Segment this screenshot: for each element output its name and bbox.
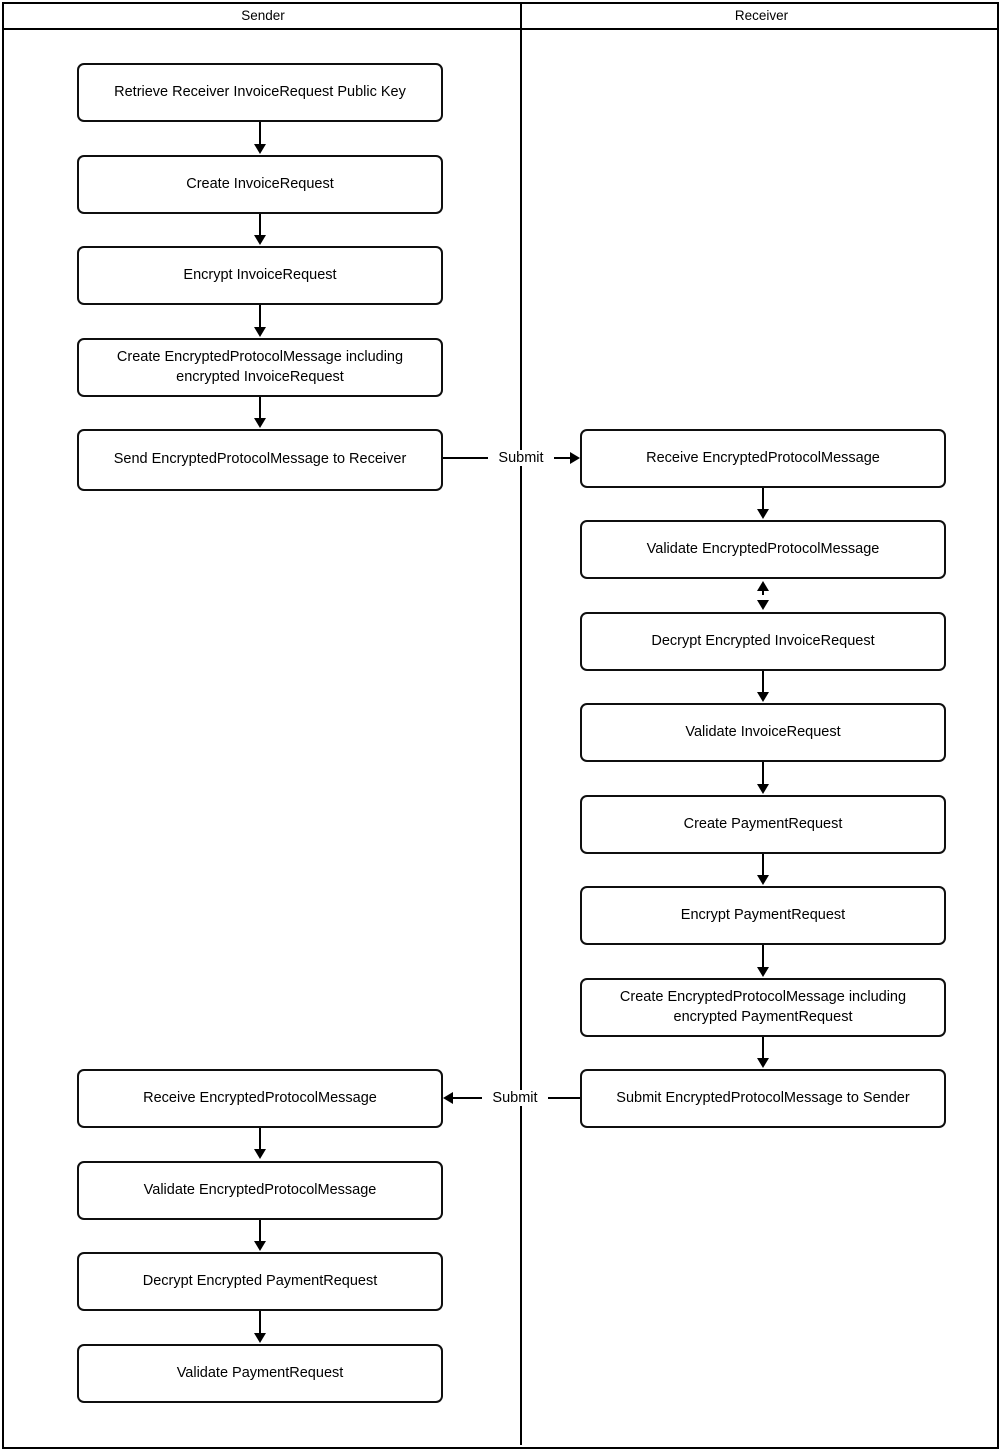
node-validate-epm-receiver[interactable]: Validate EncryptedProtocolMessage: [580, 520, 946, 579]
node-encrypt-paymentrequest[interactable]: Encrypt PaymentRequest: [580, 886, 946, 945]
node-label: Decrypt Encrypted InvoiceRequest: [651, 632, 875, 649]
edge-s2-s3-arrowhead-icon: [254, 235, 266, 245]
edge-r3-r4-arrowhead-icon: [757, 692, 769, 702]
edge-s6-s7-line: [259, 1128, 261, 1151]
node-decrypt-encrypted-invoicerequest[interactable]: Decrypt Encrypted InvoiceRequest: [580, 612, 946, 671]
lane-divider: [520, 4, 522, 1445]
edge-r6-r7-arrowhead-icon: [757, 967, 769, 977]
edge-r4-r5-line: [762, 762, 764, 786]
node-label: Create EncryptedProtocolMessage includin…: [619, 989, 907, 1025]
node-receive-epm-sender[interactable]: Receive EncryptedProtocolMessage: [77, 1069, 443, 1128]
edge-s1-s2-line: [259, 122, 261, 146]
node-submit-epm-to-sender[interactable]: Submit EncryptedProtocolMessage to Sende…: [580, 1069, 946, 1128]
lane-header-receiver: Receiver: [734, 8, 789, 23]
node-encrypt-invoicerequest[interactable]: Encrypt InvoiceRequest: [77, 246, 443, 305]
node-label: Receive EncryptedProtocolMessage: [143, 1089, 377, 1106]
edge-s3-s4-arrowhead-icon: [254, 327, 266, 337]
edge-s1-s2-arrowhead-icon: [254, 144, 266, 154]
node-label: Validate PaymentRequest: [176, 1364, 344, 1381]
edge-s7-s8-arrowhead-icon: [254, 1241, 266, 1251]
edge-s7-s8-line: [259, 1220, 261, 1242]
edge-r1-r2-arrowhead-icon: [757, 509, 769, 519]
lane-header-sender: Sender: [241, 8, 285, 23]
node-create-epm-paymentrequest[interactable]: Create EncryptedProtocolMessage includin…: [580, 978, 946, 1037]
node-label: Validate InvoiceRequest: [685, 723, 841, 740]
edge-r3-r4-line: [762, 671, 764, 694]
node-label: Create EncryptedProtocolMessage includin…: [116, 349, 404, 385]
node-label: Encrypt PaymentRequest: [680, 906, 846, 923]
node-label: Validate EncryptedProtocolMessage: [646, 540, 880, 557]
node-label: Create PaymentRequest: [683, 815, 843, 832]
node-decrypt-encrypted-paymentrequest[interactable]: Decrypt Encrypted PaymentRequest: [77, 1252, 443, 1311]
node-label: Send EncryptedProtocolMessage to Receive…: [113, 451, 407, 468]
edge-r1-r2-line: [762, 488, 764, 511]
edge-s5-r1-arrowhead-icon: [570, 452, 580, 464]
edge-r6-r7-line: [762, 945, 764, 969]
node-label: Create InvoiceRequest: [186, 175, 334, 192]
edge-r5-r6-line: [762, 854, 764, 877]
node-validate-invoicerequest[interactable]: Validate InvoiceRequest: [580, 703, 946, 762]
edge-r7-r8-arrowhead-icon: [757, 1058, 769, 1068]
node-label: Submit EncryptedProtocolMessage to Sende…: [616, 1089, 910, 1106]
edge-s8-s9-arrowhead-icon: [254, 1333, 266, 1343]
lane-header-band: Sender Receiver: [4, 4, 997, 30]
node-create-epm-invoicerequest[interactable]: Create EncryptedProtocolMessage includin…: [77, 338, 443, 397]
edge-s4-s5-arrowhead-icon: [254, 418, 266, 428]
node-label: Validate EncryptedProtocolMessage: [143, 1181, 377, 1198]
edge-r2-r3-line: [762, 589, 764, 595]
edge-r2-r3-arrowhead-down-icon: [757, 600, 769, 610]
edge-s3-s4-line: [259, 305, 261, 329]
edge-r7-r8-line: [762, 1037, 764, 1060]
edge-s6-s7-arrowhead-icon: [254, 1149, 266, 1159]
node-validate-paymentrequest[interactable]: Validate PaymentRequest: [77, 1344, 443, 1403]
node-label: Decrypt Encrypted PaymentRequest: [142, 1272, 378, 1289]
node-validate-epm-sender[interactable]: Validate EncryptedProtocolMessage: [77, 1161, 443, 1220]
edge-s8-s9-line: [259, 1311, 261, 1334]
edge-label-submit-forward: Submit: [488, 450, 554, 466]
node-send-epm-to-receiver[interactable]: Send EncryptedProtocolMessage to Receive…: [77, 429, 443, 491]
node-receive-epm-receiver[interactable]: Receive EncryptedProtocolMessage: [580, 429, 946, 488]
edge-r8-s6-arrowhead-icon: [443, 1092, 453, 1104]
edge-r2-r3-arrowhead-up-icon: [757, 581, 769, 591]
edge-s2-s3-line: [259, 214, 261, 237]
node-create-invoicerequest[interactable]: Create InvoiceRequest: [77, 155, 443, 214]
node-retrieve-receiver-public-key[interactable]: Retrieve Receiver InvoiceRequest Public …: [77, 63, 443, 122]
node-label: Retrieve Receiver InvoiceRequest Public …: [114, 83, 406, 100]
edge-r5-r6-arrowhead-icon: [757, 875, 769, 885]
edge-r4-r5-arrowhead-icon: [757, 784, 769, 794]
node-create-paymentrequest[interactable]: Create PaymentRequest: [580, 795, 946, 854]
node-label: Encrypt InvoiceRequest: [183, 266, 337, 283]
edge-s4-s5-line: [259, 397, 261, 420]
edge-label-submit-return: Submit: [482, 1090, 548, 1106]
node-label: Receive EncryptedProtocolMessage: [646, 449, 880, 466]
